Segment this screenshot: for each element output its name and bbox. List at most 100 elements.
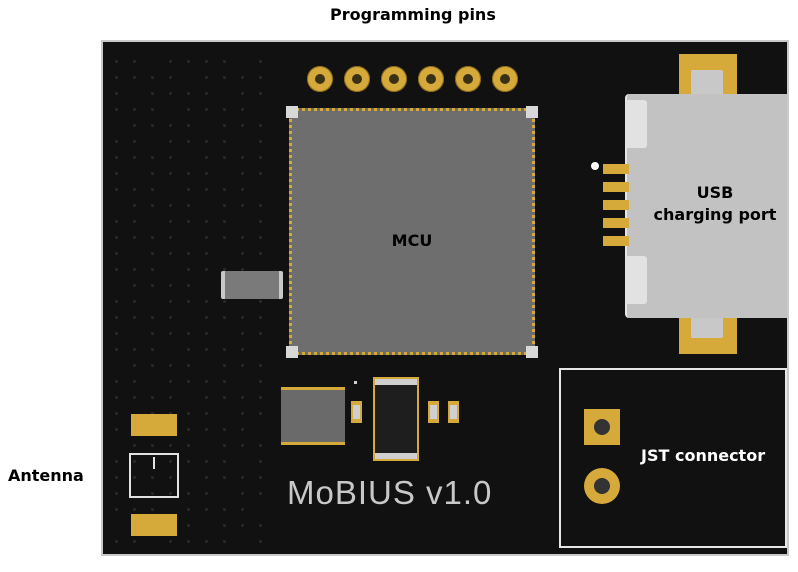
via-dot <box>241 76 244 79</box>
mcu-corner-mark <box>526 346 538 358</box>
via-dot <box>151 476 154 479</box>
usb-label-line2: charging port <box>653 205 777 224</box>
via-dot <box>169 460 172 463</box>
via-dot <box>205 188 208 191</box>
via-dot <box>169 76 172 79</box>
via-dot <box>259 332 262 335</box>
via-dot <box>223 380 226 383</box>
via-dot <box>187 460 190 463</box>
via-dot <box>115 108 118 111</box>
via-dot <box>187 492 190 495</box>
via-dot <box>115 508 118 511</box>
via-dot <box>151 364 154 367</box>
via-dot <box>187 380 190 383</box>
via-dot <box>223 188 226 191</box>
via-dot <box>115 316 118 319</box>
via-dot <box>151 268 154 271</box>
via-dot <box>115 236 118 239</box>
via-dot <box>151 188 154 191</box>
via-dot <box>169 140 172 143</box>
via-dot <box>187 204 190 207</box>
via-dot <box>223 236 226 239</box>
via-dot <box>223 204 226 207</box>
via-dot <box>169 284 172 287</box>
via-dot <box>223 76 226 79</box>
via-dot <box>205 76 208 79</box>
via-dot <box>223 140 226 143</box>
via-dot <box>205 540 208 543</box>
via-dot <box>259 252 262 255</box>
resistor <box>221 271 283 299</box>
via-dot <box>151 412 154 415</box>
via-dot <box>115 140 118 143</box>
via-dot <box>241 508 244 511</box>
via-dot <box>187 172 190 175</box>
mcu-label: MCU <box>391 231 433 250</box>
regulator-chip <box>281 387 345 445</box>
via-dot <box>115 396 118 399</box>
via-dot <box>169 220 172 223</box>
via-dot <box>115 92 118 95</box>
via-dot <box>241 428 244 431</box>
via-dot <box>259 460 262 463</box>
via-dot <box>241 348 244 351</box>
smd-capacitor <box>448 401 459 423</box>
via-dot <box>187 524 190 527</box>
smd-capacitor <box>351 401 362 423</box>
via-dot <box>187 364 190 367</box>
via-dot <box>151 108 154 111</box>
via-dot <box>205 92 208 95</box>
polarity-dot <box>354 381 357 384</box>
via-dot <box>133 380 136 383</box>
via-dot <box>133 204 136 207</box>
via-dot <box>133 300 136 303</box>
via-dot <box>151 348 154 351</box>
via-dot <box>169 300 172 303</box>
via-dot <box>169 364 172 367</box>
via-dot <box>133 444 136 447</box>
via-dot <box>205 156 208 159</box>
via-dot <box>223 156 226 159</box>
via-dot <box>241 492 244 495</box>
via-dot <box>259 380 262 383</box>
via-dot <box>115 268 118 271</box>
via-dot <box>151 252 154 255</box>
usb-mount-pin <box>691 70 723 96</box>
mcu-corner-mark <box>286 346 298 358</box>
via-dot <box>223 348 226 351</box>
via-dot <box>241 396 244 399</box>
pcb-board: MCU USB charging port MoBIUS v1.0 JST co… <box>101 40 789 556</box>
via-dot <box>115 476 118 479</box>
via-dot <box>187 540 190 543</box>
via-dot <box>187 252 190 255</box>
board-title: MoBIUS v1.0 <box>287 474 493 511</box>
via-dot <box>205 220 208 223</box>
via-dot <box>151 396 154 399</box>
via-dot <box>205 476 208 479</box>
via-dot <box>241 268 244 271</box>
via-dot <box>259 172 262 175</box>
via-dot <box>115 156 118 159</box>
via-dot <box>133 220 136 223</box>
via-dot <box>205 396 208 399</box>
antenna-pad <box>131 414 177 436</box>
antenna-outline <box>129 453 179 498</box>
via-dot <box>187 108 190 111</box>
via-dot <box>259 412 262 415</box>
via-dot <box>223 364 226 367</box>
via-dot <box>151 172 154 175</box>
antenna-label: Antenna <box>8 466 84 485</box>
via-dot <box>151 444 154 447</box>
via-dot <box>241 444 244 447</box>
via-dot <box>133 396 136 399</box>
smd-capacitor <box>428 401 439 423</box>
via-dot <box>205 172 208 175</box>
via-dot <box>205 460 208 463</box>
via-dot <box>259 492 262 495</box>
via-dot <box>187 140 190 143</box>
antenna-mark <box>153 457 155 469</box>
via-dot <box>169 444 172 447</box>
via-dot <box>259 364 262 367</box>
via-dot <box>241 236 244 239</box>
via-dot <box>133 60 136 63</box>
